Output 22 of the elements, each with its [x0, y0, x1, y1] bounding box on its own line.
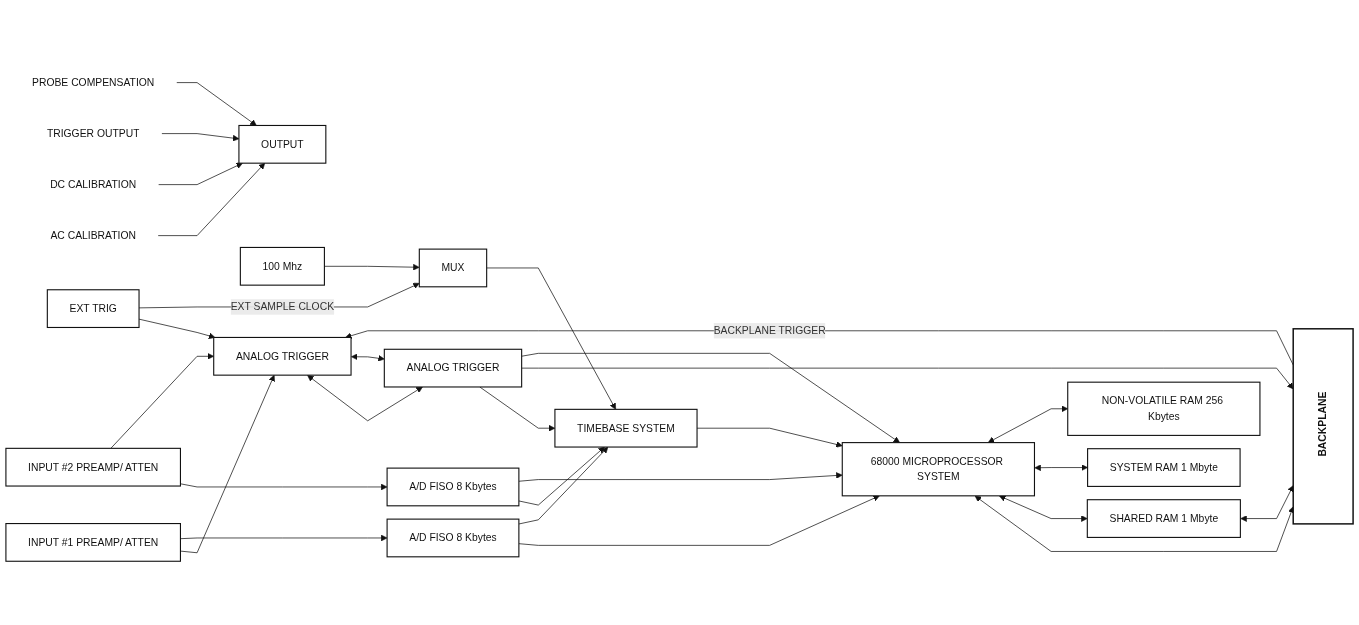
- node-box: A/D FISO 8 Kbytes: [386, 467, 520, 507]
- node-box: BACKPLANE: [1292, 328, 1354, 525]
- node-box: SYSTEM RAM 1 Mbyte: [1087, 448, 1241, 487]
- node-box: NON-VOLATILE RAM 256 Kbytes: [1067, 381, 1261, 436]
- node-box: EXT TRIG: [46, 289, 140, 329]
- edge-label: BACKPLANE TRIGGER: [713, 324, 826, 337]
- node-box: INPUT #2 PREAMP/ ATTEN: [5, 447, 181, 487]
- node-box: ANALOG TRIGGER: [383, 348, 523, 388]
- edge-label: EXT SAMPLE CLOCK: [230, 300, 335, 313]
- node-box: SHARED RAM 1 Mbyte: [1086, 499, 1241, 538]
- node-box: TIMEBASE SYSTEM: [554, 408, 698, 448]
- node-box: A/D FISO 8 Kbytes: [386, 518, 520, 558]
- node-text: PROBE COMPENSATION: [32, 76, 155, 89]
- node-box: OUTPUT: [238, 124, 327, 164]
- node-box: ANALOG TRIGGER: [213, 336, 352, 376]
- node-text: TRIGGER OUTPUT: [46, 127, 140, 140]
- node-text: DC CALIBRATION: [50, 178, 137, 191]
- node-box: 68000 MICROPROCESSOR SYSTEM: [841, 442, 1036, 497]
- node-box: MUX: [418, 248, 488, 288]
- node-text: AC CALIBRATION: [50, 229, 136, 242]
- node-box: 100 Mhz: [239, 246, 325, 286]
- node-box: INPUT #1 PREAMP/ ATTEN: [5, 523, 181, 562]
